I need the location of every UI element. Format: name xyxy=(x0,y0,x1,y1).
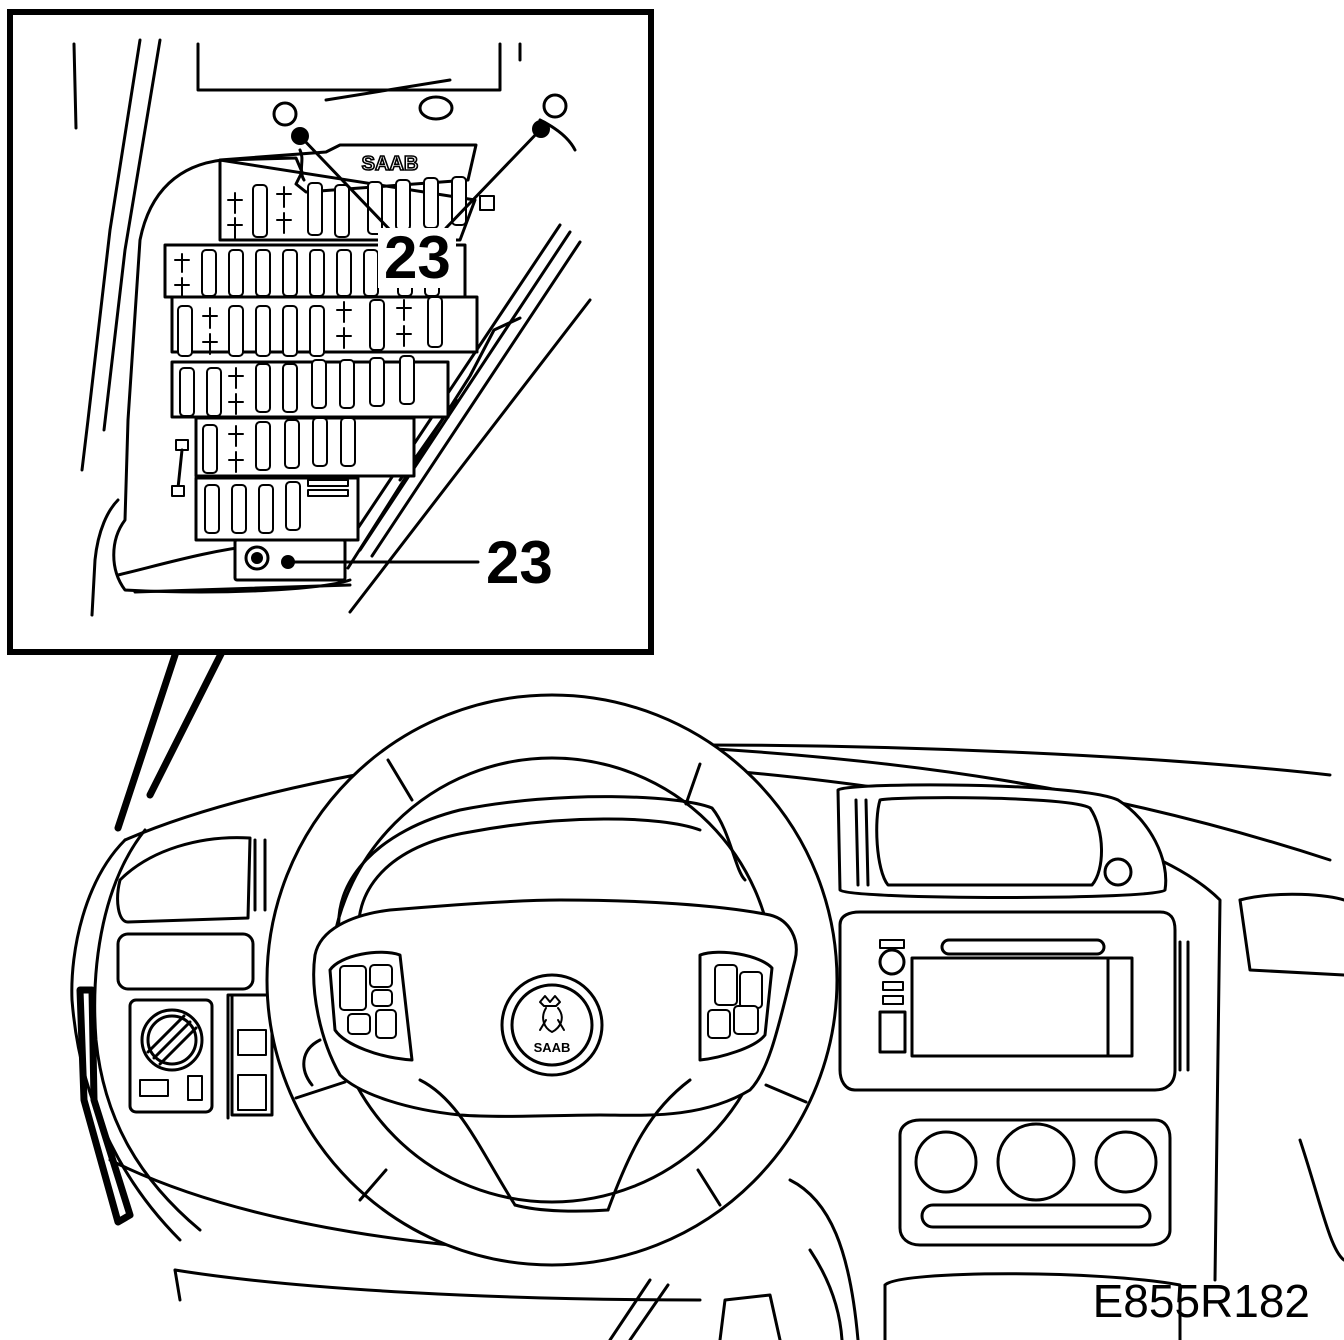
radio-unit xyxy=(838,910,1190,1092)
headlight-switch xyxy=(128,998,214,1114)
fuse-row-d xyxy=(179,355,415,417)
fuse-row-a xyxy=(227,176,467,239)
dashboard-illustration xyxy=(70,648,1344,1340)
light-switch-panel xyxy=(116,932,255,991)
callout-leaders xyxy=(286,120,550,564)
center-air-vent xyxy=(836,783,1168,899)
figure-code: E855R182 xyxy=(1092,1275,1310,1327)
steering-wheel: SAAB xyxy=(265,693,839,1267)
emblem-badge-text: SAAB xyxy=(534,1040,571,1055)
fuse-puller-tool xyxy=(171,439,189,497)
callout-label-lower: 23 xyxy=(486,529,553,596)
left-air-vent xyxy=(116,836,267,924)
climate-controls xyxy=(883,1118,1182,1340)
saab-emblem: SAAB xyxy=(500,973,604,1077)
fuse-grid xyxy=(163,176,479,542)
callout-label-upper: 23 xyxy=(384,224,451,291)
inset-leader-band xyxy=(114,648,226,832)
fuse-row-c xyxy=(177,296,443,357)
switch-column xyxy=(230,993,274,1117)
fuse-row-f xyxy=(204,479,349,534)
fuse-box-inset: SAAB xyxy=(7,9,654,655)
fuse-box-badge: SAAB xyxy=(362,153,419,175)
callout-upper-backdrop xyxy=(378,228,456,288)
fuse-row-e xyxy=(202,417,356,474)
